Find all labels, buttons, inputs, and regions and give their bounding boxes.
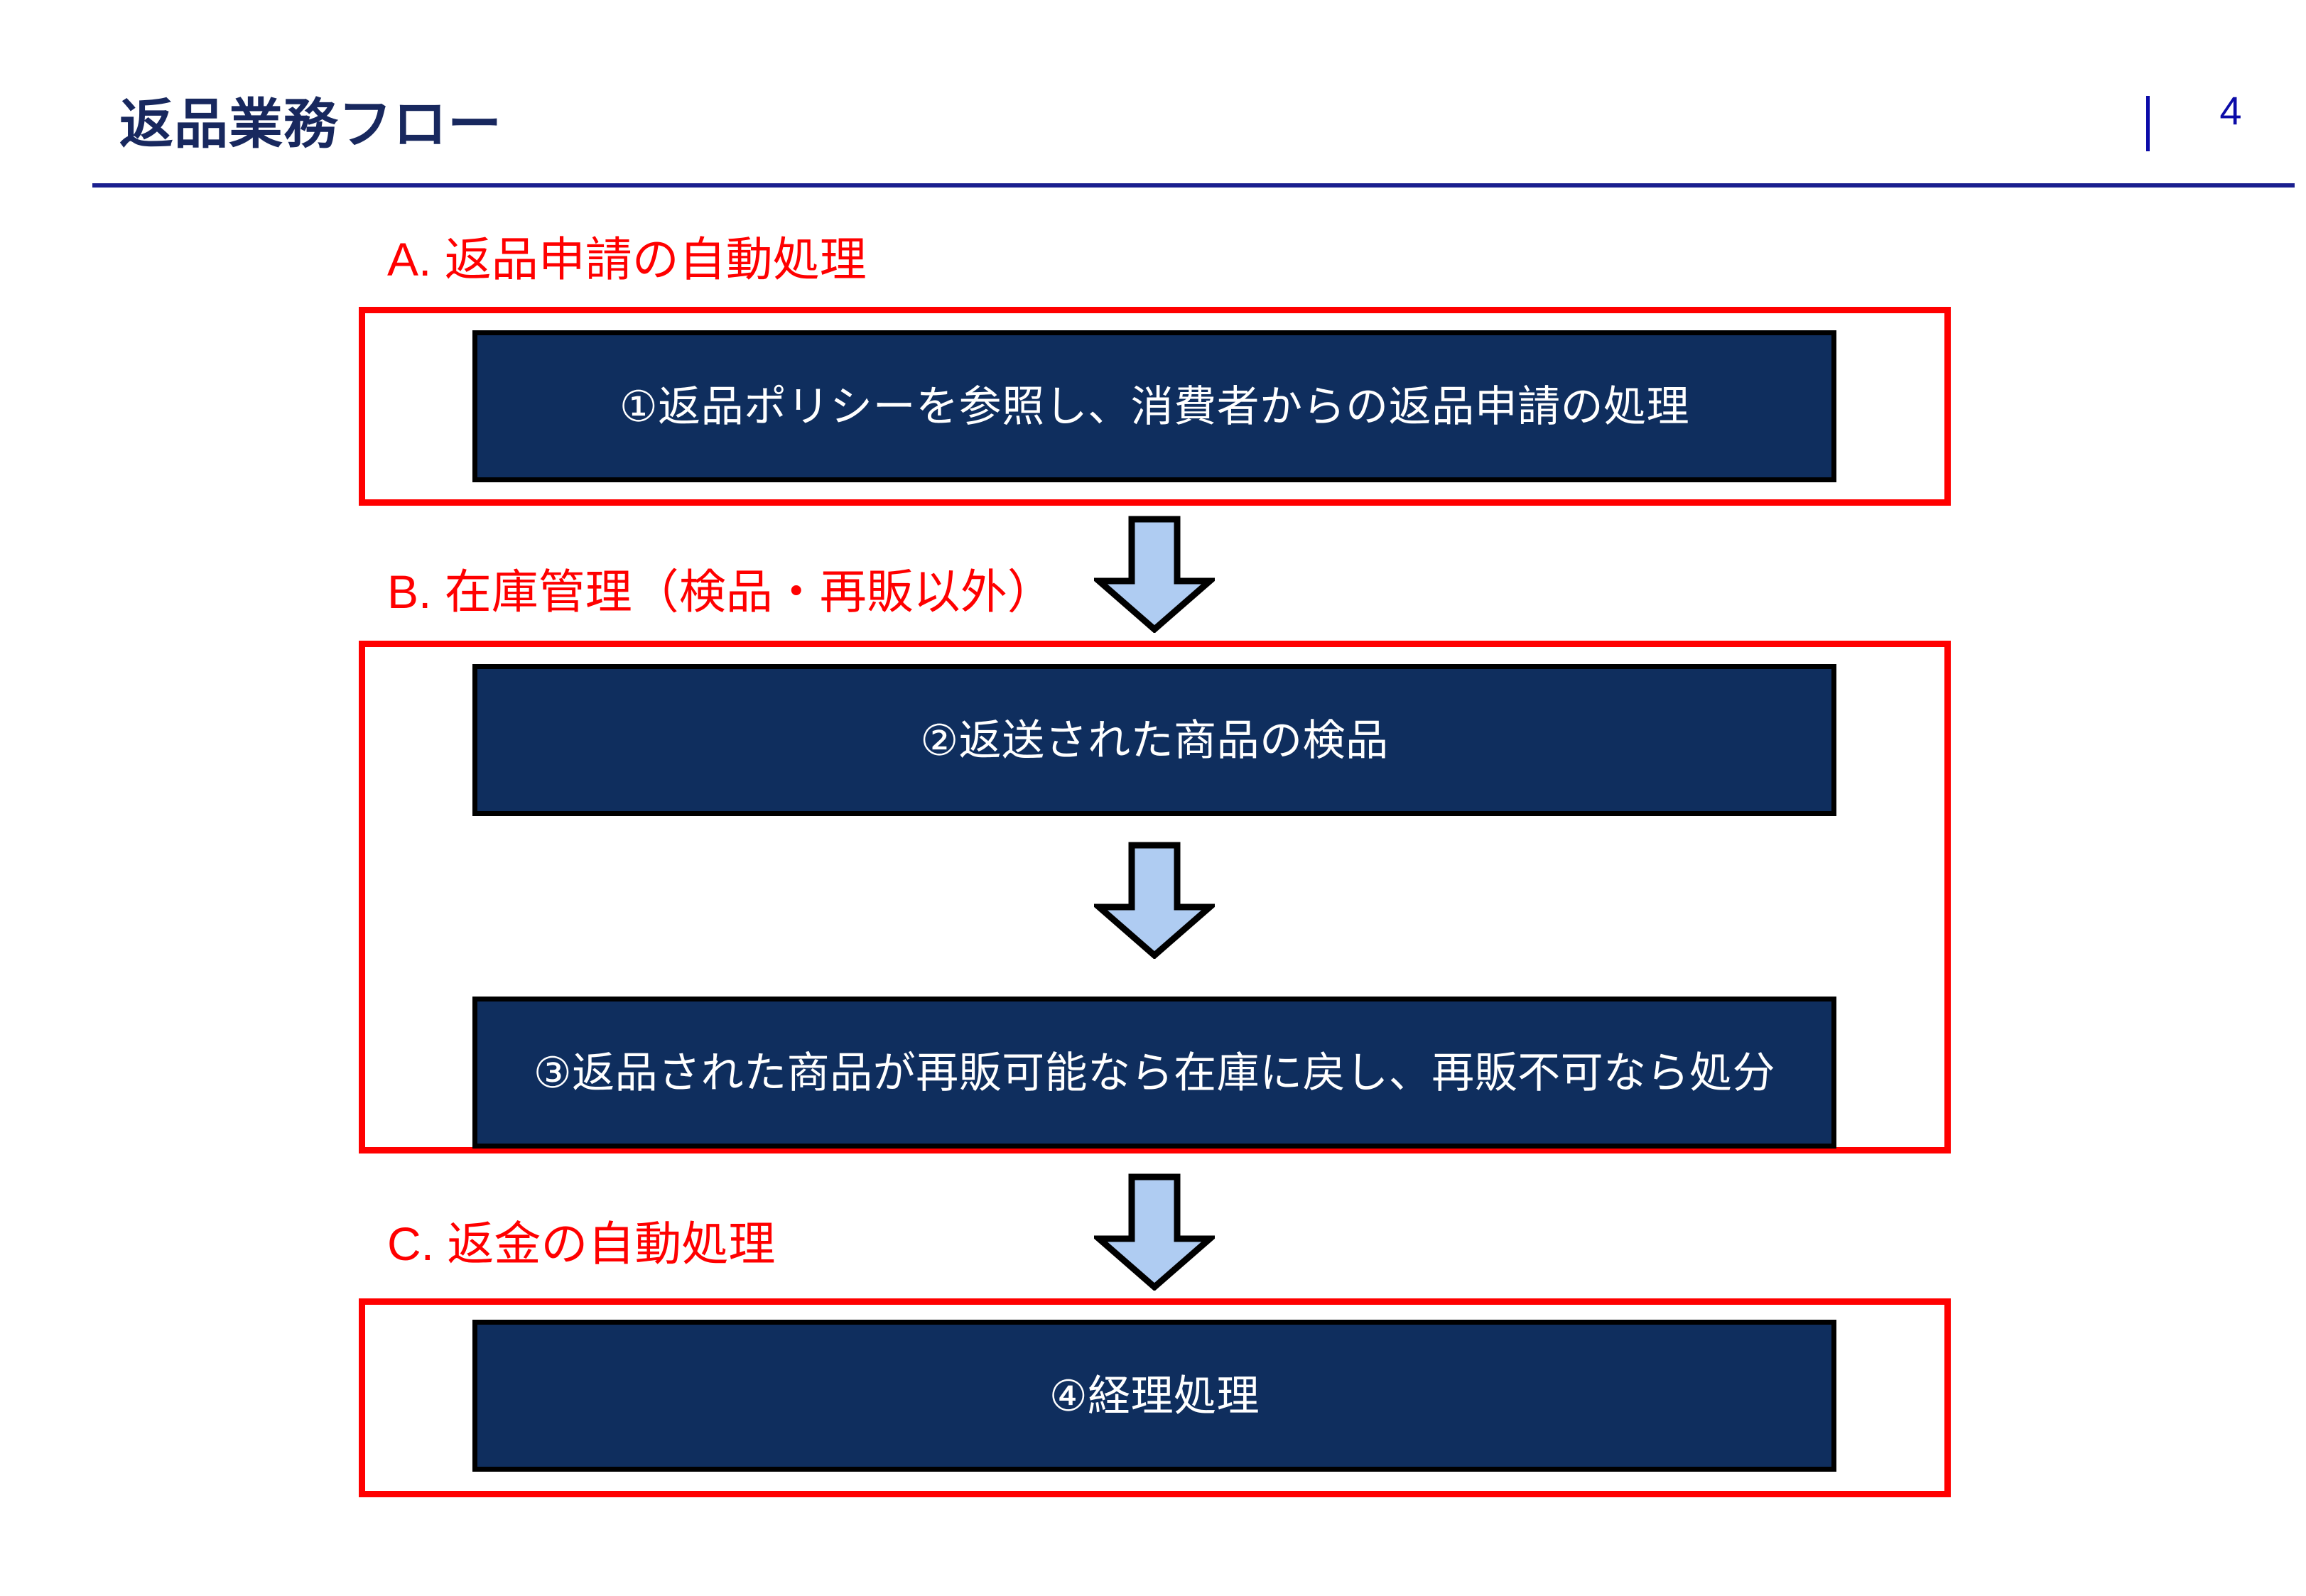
process-step-box-1[interactable]: ①返品ポリシーを参照し、消費者からの返品申請の処理 bbox=[472, 330, 1836, 482]
section-group-frame-c bbox=[359, 1298, 1951, 1497]
page-number-divider bbox=[2146, 96, 2150, 151]
section-group-frame-a bbox=[359, 307, 1951, 506]
process-step-label-4: ④経理処理 bbox=[1049, 1372, 1260, 1420]
process-step-label-1: ①返品ポリシーを参照し、消費者からの返品申請の処理 bbox=[619, 382, 1690, 430]
section-label-a: A. 返品申請の自動処理 bbox=[387, 233, 867, 286]
process-step-box-2[interactable]: ②返送された商品の検品 bbox=[472, 664, 1836, 816]
process-step-label-2: ②返送された商品の検品 bbox=[920, 716, 1389, 764]
page-title: 返品業務フロー bbox=[119, 94, 502, 155]
page-number: 4 bbox=[2219, 88, 2242, 133]
header-divider-rule bbox=[92, 183, 2295, 188]
down-arrow-icon-1 bbox=[1094, 516, 1215, 633]
process-step-box-3[interactable]: ③返品された商品が再販可能なら在庫に戻し、再販不可なら処分 bbox=[472, 997, 1836, 1149]
down-arrow-icon-2 bbox=[1094, 842, 1215, 959]
section-label-c: C. 返金の自動処理 bbox=[387, 1217, 776, 1270]
section-group-frame-b bbox=[359, 641, 1951, 1153]
down-arrow-icon-3 bbox=[1094, 1173, 1215, 1291]
process-step-box-4[interactable]: ④経理処理 bbox=[472, 1320, 1836, 1472]
process-step-label-3: ③返品された商品が再販可能なら在庫に戻し、再販不可なら処分 bbox=[533, 1048, 1776, 1097]
section-label-b: B. 在庫管理（検品・再販以外） bbox=[387, 565, 1054, 618]
